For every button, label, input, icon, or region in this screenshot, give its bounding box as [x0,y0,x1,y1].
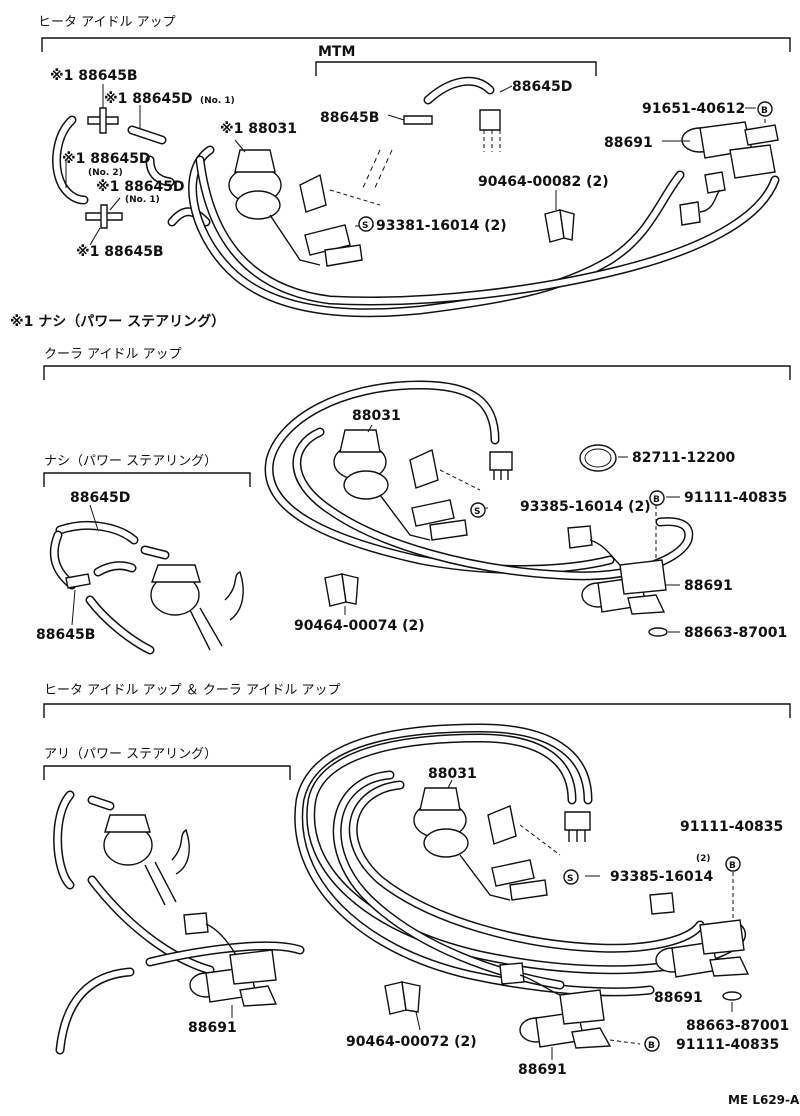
vsv-88691-s3-left [189,949,278,1007]
label-s1-no1-a: (No. 1) [200,96,235,106]
clip-90464-00082 [544,209,575,243]
hose-mtm [361,76,501,191]
label-s1-88645D-no2: ※1 88645D [62,151,151,167]
label-s2-91111: 91111-40835 [684,490,787,506]
section-title-cooler-idle-up: クーラ アイドル アップ [44,347,182,362]
stud-symbol-s-s2-text: S [474,507,480,517]
subsection-bracket-ari [43,765,291,780]
subsection-nashi: ナシ（パワー ステアリング） [44,454,217,469]
vsv-88691-s1 [679,112,779,226]
label-s1-90464: 90464-00082 (2) [478,174,609,190]
label-s3-93385: 93385-16014 [610,869,713,885]
hose-assembly-ari [53,790,305,1055]
stud-symbol-s-s3 [563,869,579,885]
hose-clamp-82711 [579,444,617,472]
label-s1-no2: (No. 2) [88,168,123,178]
vsv-88691-s3-center [499,962,641,1049]
label-s3-88691-b: 88691 [518,1062,567,1078]
vsv-88691-s3-right [649,872,750,978]
stud-symbol-s-s1 [358,216,374,232]
label-s1-91651: 91651-40612 [642,101,745,117]
gasket-88663-s3 [722,991,742,1001]
stud-symbol-s-s1-text: S [362,221,368,231]
bolt-symbol-b-s2-text: B [653,495,660,505]
bolt-symbol-b-s3-b-text: B [648,1041,655,1051]
label-s2-88645D: 88645D [70,490,130,506]
connector-s3 [564,811,591,842]
section-title-both-idle-up: ヒータ アイドル アップ ＆ クーラ アイドル アップ [44,683,341,698]
section-title-heater-idle-up: ヒータ アイドル アップ [38,15,176,30]
label-s1-88645D-no1b: ※1 88645D [96,179,185,195]
label-s1-88031: ※1 88031 [220,121,297,137]
label-s1-88645B-b: ※1 88645B [76,244,164,260]
stud-symbol-s-s2 [470,502,486,518]
leader-s2-88645D [89,504,99,531]
label-s2-88645B: 88645B [36,627,95,643]
leader-s2-88645B [71,589,76,626]
bolt-symbol-b-s3-b [644,1036,660,1052]
subsection-ari: アリ（パワー ステアリング） [44,747,217,762]
label-s3-88663: 88663-87001 [686,1018,789,1034]
label-s1-88645B-a: ※1 88645B [50,68,138,84]
label-s2-88031: 88031 [352,408,401,424]
bolt-symbol-b-s3-a-text: B [729,861,736,871]
bolt-symbol-b-s2 [649,490,665,506]
label-s3-91111-b: 91111-40835 [676,1037,779,1053]
label-s2-88691: 88691 [684,578,733,594]
label-s1-88691: 88691 [604,135,653,151]
leaders-section1 [65,84,756,246]
vsv-88691-s2 [567,505,667,615]
label-s3-88031: 88031 [428,766,477,782]
subsection-bracket-nashi [43,472,251,487]
reference-code: ME L629-A [728,1093,800,1107]
bolt-symbol-b-s1-text: B [761,106,768,116]
note-1: ※1 ナシ（パワー ステアリング） [10,313,225,330]
label-s3-88691-c: 88691 [188,1020,237,1036]
label-s2-90464: 90464-00074 (2) [294,618,425,634]
hose-loop-section1 [188,145,780,318]
label-s1-88645D-mtm: 88645D [512,79,572,95]
mtm-label: MTM [318,44,355,60]
label-s1-93381: 93381-16014 (2) [376,218,507,234]
label-s2-82711: 82711-12200 [632,450,735,466]
stud-symbol-s-s3-text: S [567,874,573,884]
mtm-bracket [315,61,597,76]
label-s3-88691-a: 88691 [654,990,703,1006]
bolt-symbol-b-s3-a [725,856,741,872]
vacuum-actuator-88031-s3 [413,787,561,901]
clip-90464-00072 [384,981,421,1015]
label-s2-88663: 88663-87001 [684,625,787,641]
leaders-section3 [415,779,733,1060]
label-s3-91111-a: 91111-40835 [680,819,783,835]
label-s3-90464: 90464-00072 (2) [346,1034,477,1050]
hose-assembly-nashi [49,520,244,655]
hose-loop-section2 [264,380,694,581]
label-s1-88645D-no1: ※1 88645D [104,91,193,107]
label-s2-93385: 93385-16014 (2) [520,499,651,515]
section-bracket-cooler [43,365,791,380]
label-s1-no1-b: (No. 1) [125,195,160,205]
section-bracket-both [43,703,791,718]
connector-s2 [489,451,513,480]
vacuum-actuator-88031-s1 [228,149,381,267]
vacuum-actuator-88031-s2 [333,429,481,541]
label-s3-qty2: (2) [696,854,711,864]
hose-assembly-left [52,107,211,229]
section-bracket-heater [41,37,791,52]
label-s1-88645B-mtm: 88645B [320,110,379,126]
gasket-88663-s2 [648,627,668,637]
clip-90464-00074 [324,573,359,607]
bolt-symbol-b-s1 [757,101,773,117]
